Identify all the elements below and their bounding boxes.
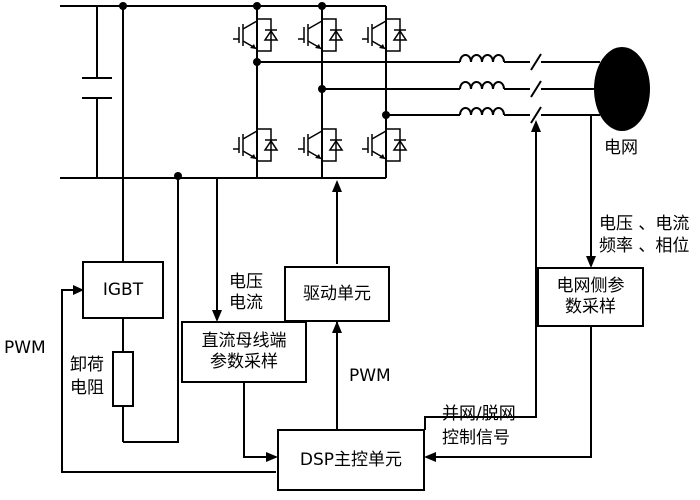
igbt-switch-icon [298, 125, 344, 165]
dsp-label: DSP主控单元 [299, 449, 403, 470]
grid-sampling-to-dsp-wire [436, 326, 592, 458]
junction-dot [119, 2, 127, 10]
sine-wave-icon [603, 73, 641, 105]
pwm-left-label: PWM [4, 338, 46, 358]
inductor-b [459, 81, 505, 90]
dc-sampling-to-dsp-wire [243, 383, 276, 458]
pwm-to-igbt-wire [61, 289, 276, 473]
dc-sampling-block [181, 321, 307, 383]
grid-sampling-label: 电网侧参 数采样 [538, 268, 643, 326]
sync-control-wire [424, 128, 537, 430]
unload-label-line2: 电阻 [70, 378, 104, 398]
sync-label-line1: 并网/脱网 [442, 404, 516, 424]
dsp-block [277, 429, 425, 491]
arrow-to-igbt [73, 285, 84, 295]
dc-sampling-label: 直流母线端 参数采样 [182, 322, 306, 382]
grid-sampling-label-line1: 电网侧参 [556, 276, 625, 296]
sync-label-line2: 控制信号 [442, 428, 510, 448]
inductor-c [459, 107, 505, 116]
arrow-to-inverter [332, 180, 342, 192]
igbt-switch-icon [362, 125, 408, 165]
igbt-switch-icon [362, 15, 408, 55]
arrow-to-grid-sampling [586, 256, 596, 268]
arrow-to-dsp-from-grid [424, 452, 436, 462]
voltage-label: 电压 [229, 272, 263, 292]
inductor-a [459, 54, 505, 63]
arrow-to-drive-unit [332, 321, 342, 333]
junction-dot [253, 58, 261, 66]
breaker-a [530, 53, 542, 71]
grid-sampling-block [537, 267, 644, 327]
grid-params-label-line2: 频率 、相位 [599, 236, 690, 256]
dc-sampling-label-line2: 参数采样 [210, 352, 278, 372]
grid-params-label-line1: 电压 、电流 [599, 214, 690, 234]
drive-unit-label: 驱动单元 [303, 283, 371, 304]
breaker-b [530, 80, 542, 98]
igbt-block [82, 261, 164, 319]
arrow-to-breaker [531, 120, 541, 132]
igbt-switch-icon [233, 15, 279, 55]
inverter-switches [233, 15, 408, 165]
grid-label: 电网 [604, 138, 638, 158]
igbt-switch-icon [233, 125, 279, 165]
unload-resistor [112, 351, 134, 407]
junction-dot [382, 111, 390, 119]
pwm-mid-label: PWM [349, 366, 391, 386]
igbt-switch-icon [298, 15, 344, 55]
resistor-return-wire [123, 176, 179, 443]
junction-dot [174, 172, 182, 180]
junction-dot [253, 2, 261, 10]
grid-sampling-label-line2: 数采样 [565, 297, 616, 317]
arrow-to-dc-sampling [212, 310, 222, 322]
current-label: 电流 [229, 293, 263, 313]
arrow-to-dsp-from-dc [266, 452, 278, 462]
unload-label-line1: 卸荷 [70, 355, 104, 375]
igbt-label: IGBT [102, 279, 144, 300]
breaker-c [530, 106, 542, 124]
dc-sampling-label-line1: 直流母线端 [201, 331, 287, 351]
junction-dot [318, 2, 326, 10]
junction-dot [318, 85, 326, 93]
